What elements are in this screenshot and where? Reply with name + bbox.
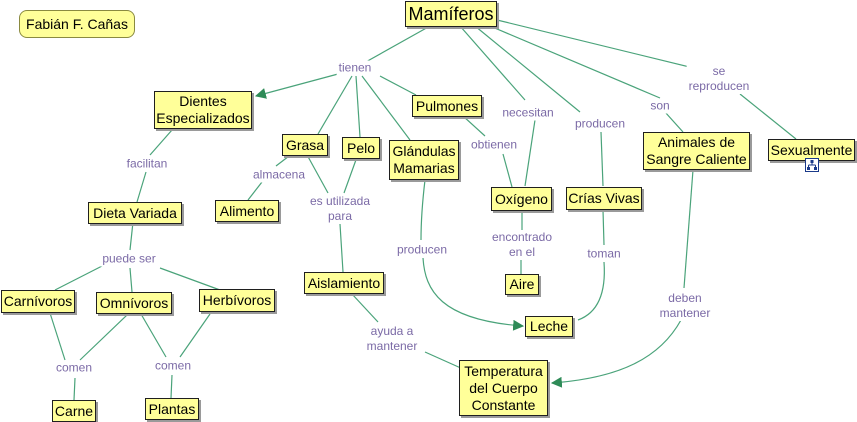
link-necesitan: necesitan — [500, 105, 556, 121]
link-son: son — [648, 98, 672, 114]
concept-crias-vivas[interactable]: Crías Vivas — [566, 187, 642, 210]
concept-leche[interactable]: Leche — [525, 316, 573, 337]
link-obtienen: obtienen — [468, 137, 520, 153]
link-producen-leche: producen — [394, 242, 450, 258]
link-se-reproducen: se reproducen — [686, 64, 752, 94]
link-producen: producen — [572, 116, 628, 132]
link-tienen: tienen — [336, 60, 374, 76]
link-es-utilizada-para: es utilizada para — [307, 194, 373, 224]
concept-temperatura-cuerpo-constante[interactable]: Temperatura del Cuerpo Constante — [459, 360, 548, 416]
concept-glandulas-mamarias[interactable]: Glándulas Mamarias — [389, 140, 459, 180]
link-comen-carnivoros: comen — [53, 360, 95, 376]
link-almacena: almacena — [250, 167, 308, 183]
concept-sexualmente[interactable]: Sexualmente — [768, 139, 855, 161]
concept-dieta-variada[interactable]: Dieta Variada — [88, 202, 182, 224]
link-puede-ser: puede ser — [100, 251, 158, 267]
concept-plantas[interactable]: Plantas — [145, 398, 199, 420]
link-deben-mantener: deben mantener — [657, 291, 713, 321]
link-toman: toman — [585, 246, 623, 262]
concept-oxigeno[interactable]: Oxígeno — [491, 187, 552, 211]
link-comen-herbivoros: comen — [152, 358, 194, 374]
concept-herbivoros[interactable]: Herbívoros — [199, 289, 275, 312]
link-facilitan: facilitan — [124, 156, 170, 172]
concept-carne[interactable]: Carne — [52, 400, 96, 422]
sitemap-icon[interactable] — [805, 158, 819, 172]
concept-pelo[interactable]: Pelo — [342, 137, 380, 159]
concept-animales-sangre-caliente[interactable]: Animales de Sangre Caliente — [643, 132, 750, 170]
concept-omnivoros[interactable]: Omnívoros — [96, 292, 172, 314]
concept-aire[interactable]: Aire — [505, 274, 539, 295]
link-ayuda-a-mantener: ayuda a mantener — [364, 324, 420, 354]
concept-aislamiento[interactable]: Aislamiento — [304, 272, 384, 294]
author-name: Fabián F. Cañas — [19, 10, 135, 38]
concept-carnivoros[interactable]: Carnívoros — [1, 290, 75, 313]
concept-mamiferos[interactable]: Mamíferos — [405, 1, 497, 27]
concept-alimento[interactable]: Alimento — [215, 200, 279, 222]
concept-dientes-especializados[interactable]: Dientes Especializados — [154, 91, 252, 129]
concept-pulmones[interactable]: Pulmones — [412, 95, 482, 117]
link-encontrado-en-el: encontrado en el — [489, 230, 555, 260]
concept-grasa[interactable]: Grasa — [282, 134, 328, 156]
